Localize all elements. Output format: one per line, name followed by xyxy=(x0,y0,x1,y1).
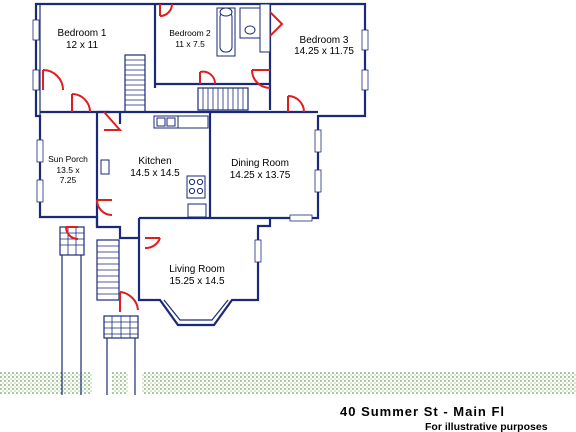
window-bed1-west xyxy=(32,19,40,41)
stove xyxy=(186,175,206,199)
sink xyxy=(244,25,256,35)
toilet xyxy=(219,7,233,17)
radiator xyxy=(100,159,110,175)
kitchen-name: Kitchen xyxy=(138,156,171,167)
walkways xyxy=(61,255,136,395)
doors xyxy=(42,3,305,312)
bathroom xyxy=(216,3,271,57)
window-dining-east-2 xyxy=(314,169,322,193)
burner-1 xyxy=(188,178,196,186)
interior-walls xyxy=(40,4,318,238)
plan-subtitle: For illustrative purposes xyxy=(425,421,548,432)
side-step-lines xyxy=(60,227,84,255)
bedroom2-name: Bedroom 2 xyxy=(169,28,211,38)
living-name: Living Room xyxy=(169,264,225,275)
bay-window-inner xyxy=(163,299,229,321)
door-side xyxy=(65,226,79,240)
bathtub-basin xyxy=(219,11,233,53)
bedroom1-name: Bedroom 1 xyxy=(58,28,107,39)
sun-porch-size-2: 7.25 xyxy=(60,175,77,185)
sink-bowl-left xyxy=(156,117,166,127)
stair-treads-hall xyxy=(202,88,244,110)
front-walkway xyxy=(106,338,136,395)
burner-2 xyxy=(196,178,204,186)
bedroom2-size: 11 x 7.5 xyxy=(175,39,205,49)
door-porch-kitchen xyxy=(96,199,113,216)
window-bed1-west-2 xyxy=(32,69,40,91)
living-size: 15.25 x 14.5 xyxy=(169,276,224,287)
lawn xyxy=(0,372,576,394)
lawn-right xyxy=(142,372,576,394)
door-bath xyxy=(251,69,271,89)
side-walkway xyxy=(61,255,82,395)
door-bed2 xyxy=(199,70,217,85)
door-bed3-closet xyxy=(269,11,284,37)
door-living-stair xyxy=(144,237,161,249)
window-porch-west xyxy=(36,139,44,163)
sun-porch-name: Sun Porch xyxy=(48,154,88,164)
window-bed3-east xyxy=(361,29,369,51)
door-bed1-hall xyxy=(71,93,91,113)
dining-name: Dining Room xyxy=(231,158,289,169)
window-dining-east xyxy=(314,129,322,153)
door-bed1 xyxy=(42,69,64,91)
closet xyxy=(259,3,271,53)
bedroom3-name: Bedroom 3 xyxy=(300,35,349,46)
counter xyxy=(177,115,209,129)
window-living-east xyxy=(254,239,262,263)
window-porch-west-2 xyxy=(36,179,44,203)
side-steps xyxy=(59,226,85,256)
door-bed3 xyxy=(287,95,305,113)
sink-bowl-right xyxy=(166,117,176,127)
lawn-mid xyxy=(112,372,128,394)
sun-porch-size-1: 13.5 x xyxy=(56,165,80,175)
door-bed1-closet xyxy=(159,3,173,17)
kitchen-fixtures xyxy=(100,115,209,218)
door-hall-kitchen xyxy=(103,111,123,131)
burner-3 xyxy=(188,187,196,195)
caption: 40 Summer St - Main Fl For illustrative … xyxy=(340,404,548,432)
bedroom3-size: 14.25 x 11.75 xyxy=(294,46,354,57)
fridge xyxy=(187,203,207,218)
burner-4 xyxy=(196,187,204,195)
windows xyxy=(32,19,369,263)
front-step-lines xyxy=(104,316,138,338)
bedroom1-size: 12 x 11 xyxy=(66,40,98,51)
kitchen-size: 14.5 x 14.5 xyxy=(130,168,180,179)
door-front xyxy=(119,291,139,312)
dining-size: 14.25 x 13.75 xyxy=(230,170,291,181)
plan-title: 40 Summer St - Main Fl xyxy=(340,404,505,419)
stair-treads-front xyxy=(97,245,119,295)
room-labels: Bedroom 1 12 x 11 Bedroom 2 11 x 7.5 Bed… xyxy=(48,28,354,287)
window-dining-south xyxy=(289,214,313,222)
staircase-upper xyxy=(124,54,146,113)
window-bed3-east-2 xyxy=(361,69,369,91)
stair-treads-upper xyxy=(125,59,145,106)
lawn-left xyxy=(0,372,92,394)
stairs xyxy=(59,54,249,339)
